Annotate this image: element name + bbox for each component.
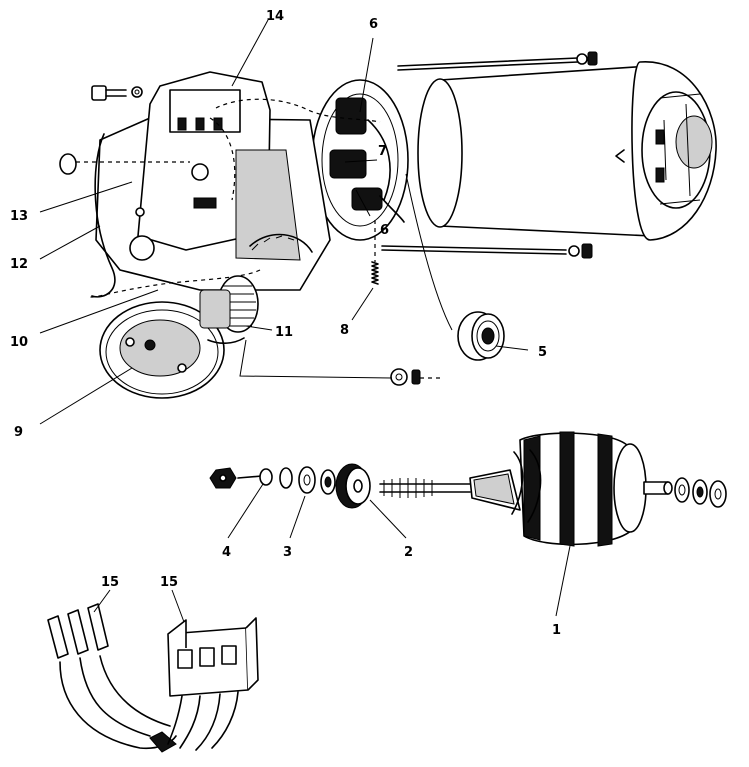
callout-11: 11 [275,325,293,340]
callout-13: 13 [10,209,28,224]
callout-labels: 1 2 3 4 5 6 6 7 8 9 10 11 12 13 14 15 15 [10,9,561,638]
tie-rod-upper [397,51,598,71]
motor-housing [417,61,717,241]
callout-1: 1 [552,623,561,638]
callout-12: 12 [10,257,28,272]
callout-2: 2 [404,545,413,560]
callout-7: 7 [378,144,387,159]
washer-set [279,466,336,495]
callout-10: 10 [10,335,28,350]
callout-6-top: 6 [369,17,378,32]
connector-block [167,617,259,751]
armature-washers-right [674,477,727,508]
callout-14: 14 [266,9,284,24]
callout-8: 8 [340,323,349,338]
gear-cover [99,301,225,399]
gear-housing [95,71,331,291]
callout-6-bottom: 6 [380,223,389,238]
callout-5: 5 [538,345,547,360]
callout-15-right: 15 [160,575,178,590]
bolt-and-washer [59,85,190,175]
tie-rod-lower [381,243,593,259]
armature [379,431,673,547]
leader-lines [39,19,571,623]
connector-terminals [47,603,177,753]
spring [371,220,379,285]
bearing-bush [457,311,505,361]
callout-15-left: 15 [101,575,119,590]
nut-and-pin [209,467,273,489]
worm-gear [199,275,259,344]
washer-clip [390,368,444,386]
thrust-washer [335,463,371,509]
callout-9: 9 [14,425,23,440]
callout-4: 4 [222,545,231,560]
brush-plate [311,79,409,241]
callout-3: 3 [283,545,292,560]
